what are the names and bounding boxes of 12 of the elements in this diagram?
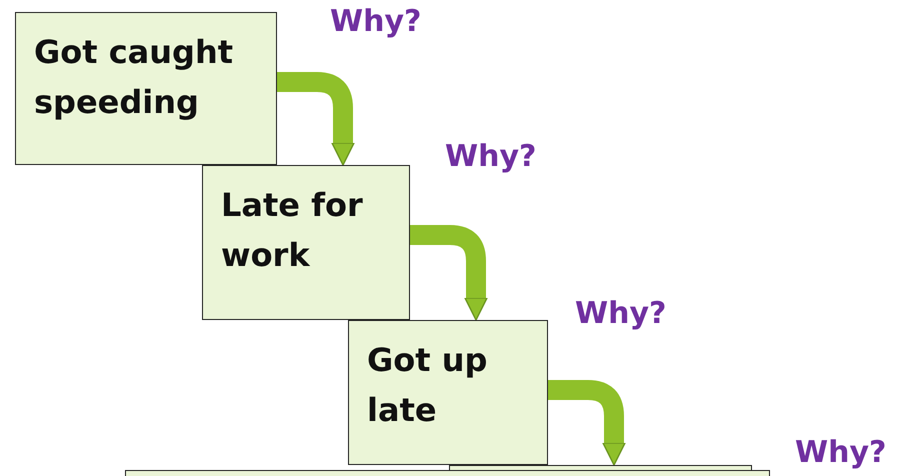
box-text: Late for work [221,185,364,276]
box-text: Got caught speeding [34,32,234,123]
process-box [15,12,277,165]
question-label: Why? [575,297,666,331]
question-label: Why? [330,5,422,39]
box-text: Got up late [367,340,488,431]
empty-box [449,465,752,470]
empty-box [125,470,770,476]
question-label: Why? [795,436,886,470]
process-box [202,165,410,320]
question-label: Why? [445,140,536,174]
process-box [348,320,548,465]
